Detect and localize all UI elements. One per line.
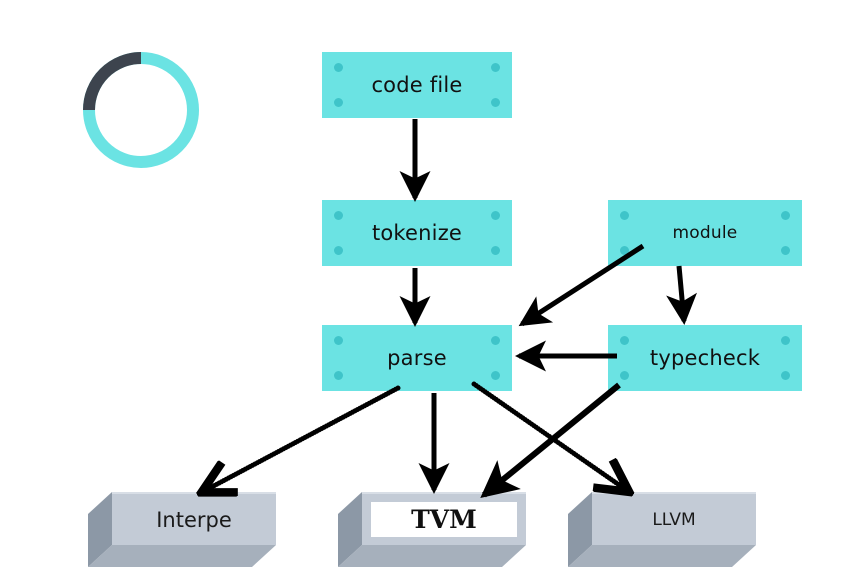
tvm-3d-shading [338,492,526,567]
node-label: tokenize [371,221,463,245]
spinner-arc [83,52,142,111]
resize-handle-top-left[interactable] [334,336,343,345]
interpe-3d-shading [88,492,276,567]
node-code-file[interactable]: code file [322,52,512,118]
node-llvm[interactable]: LLVM [568,492,756,567]
node-label: TVM [411,505,477,534]
resize-handle-top-left[interactable] [620,211,629,220]
node-label: LLVM [652,509,696,530]
node-label: module [672,223,738,243]
tvm-front-face: TVM [362,492,526,545]
node-typecheck[interactable]: typecheck [608,325,802,391]
resize-handle-top-right[interactable] [491,336,500,345]
tvm-inner-panel: TVM [371,502,517,537]
node-label: code file [371,73,463,97]
node-label: Interpe [156,507,232,532]
node-interpe[interactable]: Interpe [88,492,276,567]
resize-handle-bottom-right[interactable] [781,246,790,255]
resize-handle-bottom-left[interactable] [334,246,343,255]
resize-handle-bottom-left[interactable] [620,371,629,380]
resize-handle-bottom-left[interactable] [334,371,343,380]
resize-handle-top-right[interactable] [781,336,790,345]
resize-handle-bottom-right[interactable] [781,371,790,380]
resize-handle-top-right[interactable] [491,211,500,220]
resize-handle-top-left[interactable] [620,336,629,345]
node-label: typecheck [649,346,761,370]
resize-handle-top-left[interactable] [334,63,343,72]
resize-handle-top-left[interactable] [334,211,343,220]
node-tokenize[interactable]: tokenize [322,200,512,266]
resize-handle-top-right[interactable] [491,63,500,72]
node-parse[interactable]: parse [322,325,512,391]
resize-handle-bottom-right[interactable] [491,371,500,380]
resize-handle-bottom-right[interactable] [491,246,500,255]
resize-handle-bottom-right[interactable] [491,98,500,107]
node-label: parse [387,346,447,370]
resize-handle-top-right[interactable] [781,211,790,220]
interpe-front-face: Interpe [112,492,276,545]
resize-handle-bottom-left[interactable] [334,98,343,107]
llvm-front-face: LLVM [592,492,756,545]
llvm-3d-shading [568,492,756,567]
node-tvm[interactable]: TVM [338,492,526,567]
